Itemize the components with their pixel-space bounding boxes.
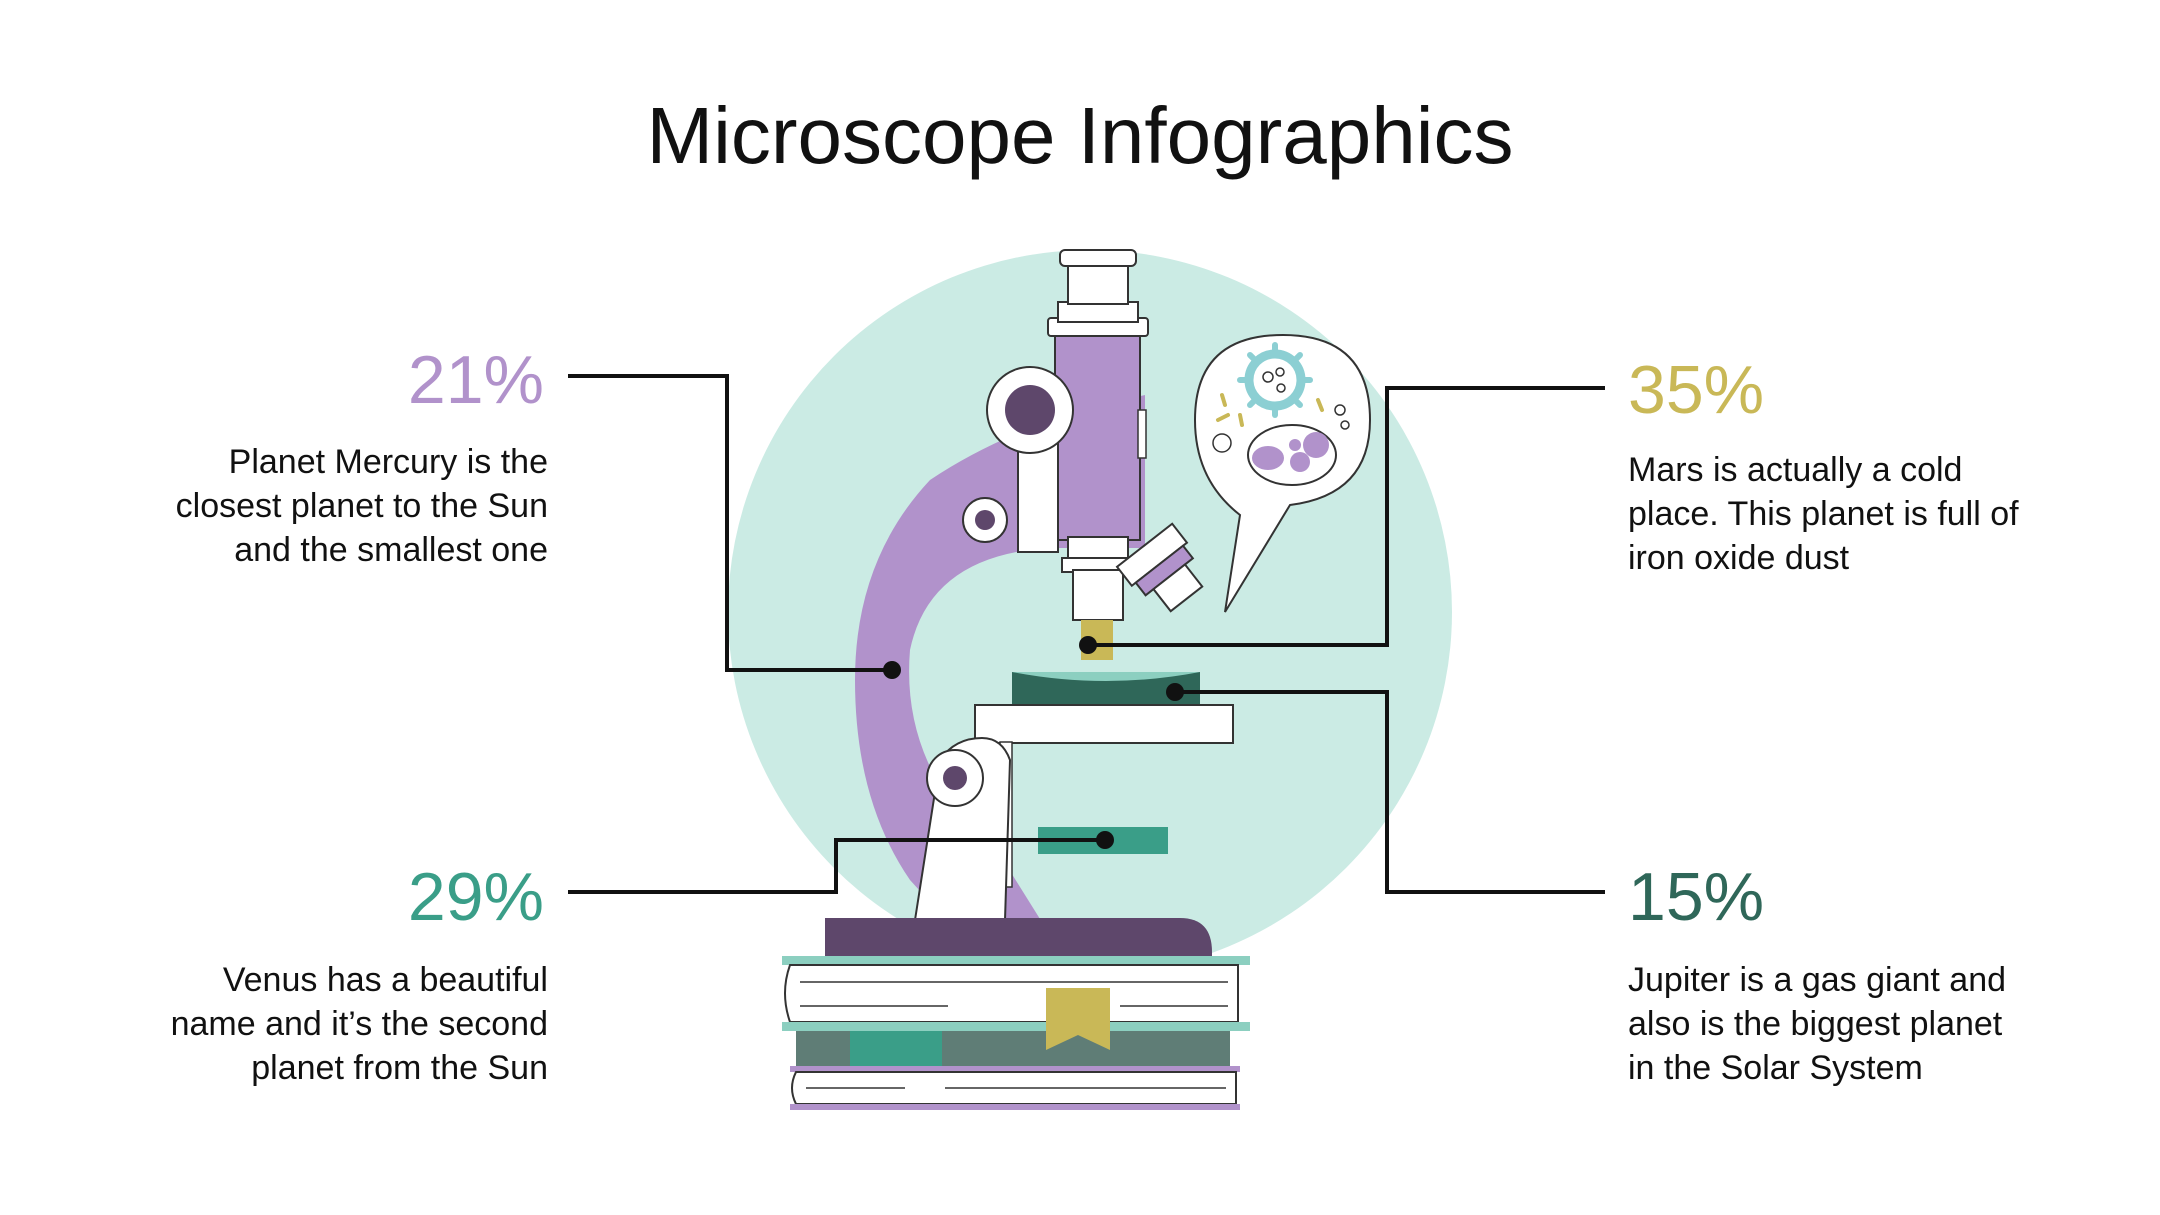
description-line: in the Solar System xyxy=(1628,1049,1923,1087)
body-tube xyxy=(1054,331,1141,541)
description-line: Jupiter is a gas giant and xyxy=(1628,961,2007,999)
stat-mercury-description: Planet Mercury is the closest planet to … xyxy=(88,440,548,572)
connector-29 xyxy=(568,838,1105,894)
tube-side-tab xyxy=(1137,409,1147,459)
connector-35 xyxy=(1088,386,1605,647)
book-top-cover xyxy=(782,956,1250,965)
book-middle-band xyxy=(850,1031,942,1066)
coarse-knob-center xyxy=(1005,385,1055,435)
page-title: Microscope Infographics xyxy=(646,91,1514,180)
dot-arm xyxy=(883,661,901,679)
specimen-slide-top xyxy=(1012,672,1200,681)
connector-15 xyxy=(1175,690,1605,894)
dot-light-lever xyxy=(1096,831,1114,849)
book-top-pages xyxy=(784,964,1239,1023)
connector-dots xyxy=(883,636,1184,849)
fine-knob-center xyxy=(975,510,995,530)
stat-venus-description: Venus has a beautiful name and it’s the … xyxy=(88,958,548,1090)
book-bottom-cover xyxy=(790,1066,1240,1072)
description-line: iron oxide dust xyxy=(1628,539,1850,577)
dot-objective xyxy=(1079,636,1097,654)
virus-icon xyxy=(1237,342,1313,418)
description-line: and the smallest one xyxy=(234,531,548,569)
description-line: place. This planet is full of xyxy=(1628,495,2019,533)
description-line: name and it’s the second xyxy=(170,1005,548,1043)
description-line: also is the biggest planet xyxy=(1628,1005,2003,1043)
stat-jupiter-description: Jupiter is a gas giant and also is the b… xyxy=(1628,958,2108,1090)
dot-slide xyxy=(1166,683,1184,701)
description-line: closest planet to the Sun xyxy=(175,487,548,525)
specimen-slide xyxy=(1012,672,1200,705)
eyepiece xyxy=(1067,261,1129,305)
description-line: Venus has a beautiful xyxy=(222,961,548,999)
microscope-base xyxy=(825,918,1212,962)
stat-mars-description: Mars is actually a cold place. This plan… xyxy=(1628,448,2108,580)
eyepiece-cap xyxy=(1059,249,1137,267)
bubble-circles xyxy=(1212,404,1350,453)
book-top-lines xyxy=(800,981,1228,1007)
stage xyxy=(974,704,1234,744)
objective-lens xyxy=(1072,569,1124,621)
description-line: planet from the Sun xyxy=(251,1049,548,1087)
description-line: Planet Mercury is the xyxy=(228,443,548,481)
pillar-knob-center xyxy=(943,766,967,790)
side-objective xyxy=(1115,522,1204,613)
bookmark xyxy=(1046,988,1110,1050)
bacteria-dots xyxy=(1216,393,1324,427)
stat-mercury-value: 21% xyxy=(407,342,544,418)
book-bottom-edge xyxy=(790,1104,1240,1110)
connector-21 xyxy=(568,374,892,672)
book-middle-cover xyxy=(782,1022,1250,1031)
connector-lines xyxy=(568,374,1605,894)
stat-venus-value: 29% xyxy=(407,859,544,935)
description-line: Mars is actually a cold xyxy=(1628,451,1963,489)
cell-icon xyxy=(1247,424,1337,486)
stat-mars-value: 35% xyxy=(1628,352,1765,428)
stat-jupiter-value: 15% xyxy=(1628,859,1765,935)
